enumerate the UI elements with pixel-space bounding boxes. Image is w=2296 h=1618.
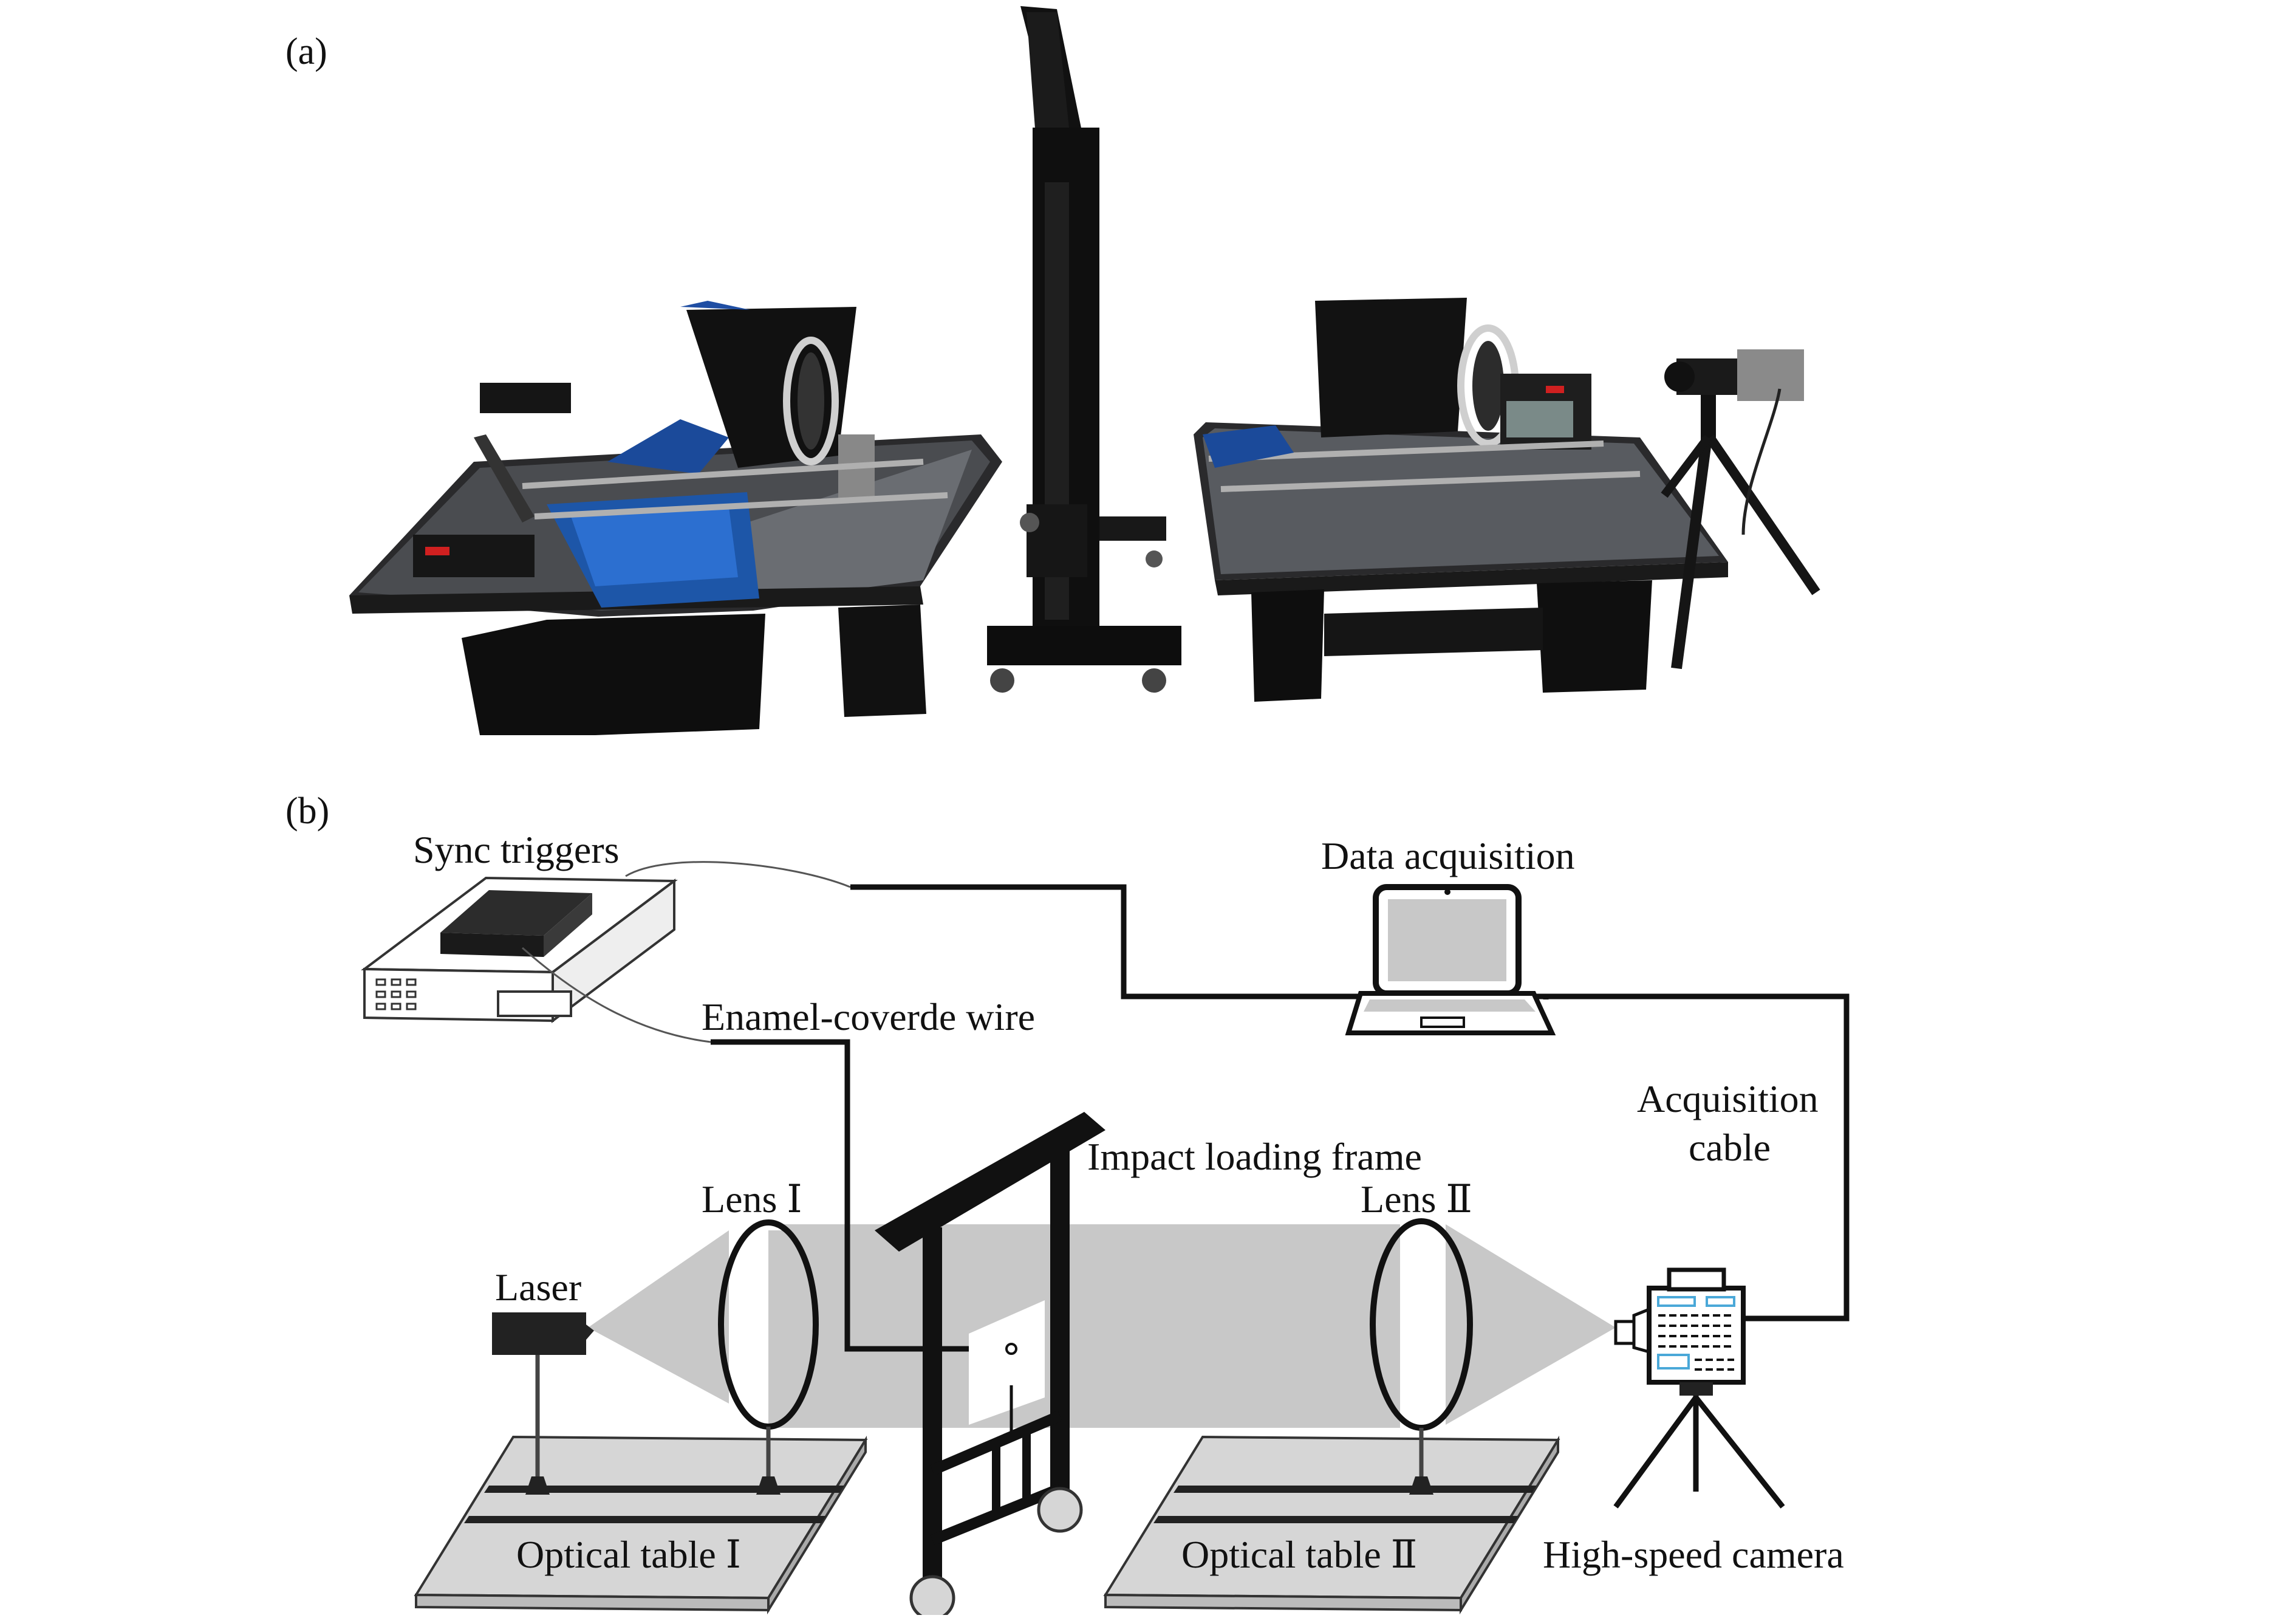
photo-setup (349, 6, 1820, 735)
acquisition-cable-label-line1: Acquisition (1637, 1077, 1819, 1120)
acquisition-cable-label-line2: cable (1689, 1126, 1771, 1169)
sync-thin-wire-bottom (522, 947, 711, 1043)
high-speed-camera-label: High-speed camera (1543, 1533, 1844, 1576)
laser-label: Laser (495, 1266, 581, 1309)
optical-table-2-label: Optical table Ⅱ (1181, 1533, 1417, 1576)
sync-thin-wire-top (625, 861, 851, 888)
panel-a-label: (a) (285, 31, 327, 72)
acquisition-cable (1540, 993, 1850, 1321)
lens-1-icon (718, 1219, 819, 1495)
photo-camera-tripod (1661, 349, 1820, 670)
sync-triggers-label: Sync triggers (413, 828, 620, 871)
optical-table-1-label: Optical table Ⅰ (516, 1533, 741, 1576)
impact-loading-frame-icon (875, 1112, 1105, 1618)
lens-1-label: Lens Ⅰ (702, 1178, 802, 1221)
high-speed-camera-icon (1613, 1267, 1785, 1509)
impact-loading-frame-label: Impact loading frame (1087, 1135, 1422, 1178)
sync-trigger-device (361, 876, 678, 1023)
laptop-icon (1345, 884, 1556, 1035)
photo-impact-frame (987, 6, 1181, 693)
photo-left-table (349, 301, 1002, 735)
laser-icon (492, 1312, 594, 1495)
lens-2-label: Lens Ⅱ (1361, 1178, 1472, 1221)
photo-right-table (1194, 298, 1728, 702)
enamel-wire-label: Enamel-coverde wire (702, 995, 1035, 1038)
lens-2-icon (1370, 1218, 1473, 1495)
data-acquisition-label: Data acquisition (1321, 834, 1575, 877)
panel-b-label: (b) (285, 790, 329, 832)
light-beam (588, 1224, 1616, 1428)
optical-table-2 (1103, 1435, 1560, 1615)
optical-table-1 (414, 1435, 868, 1615)
